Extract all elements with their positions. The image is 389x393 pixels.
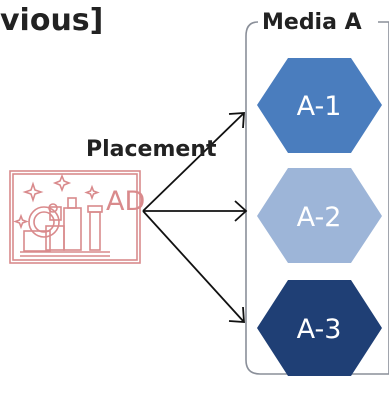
placement-label: Placement [86,137,217,162]
section-heading: vious] [0,3,104,38]
ad-label: AD [106,186,145,217]
arrow-to-a3 [142,210,245,323]
arrow-to-a2 [143,200,248,222]
ad-icon: AD [9,170,145,264]
hexagon-a3-label: A-3 [297,314,342,345]
hexagon-a2: A-2 [257,168,382,263]
hexagon-a2-label: A-2 [297,202,342,233]
media-title: Media A [262,10,362,35]
placement-arrows [142,112,248,323]
hexagon-a1-label: A-1 [297,91,342,122]
hexagon-a3: A-3 [257,280,382,376]
arrow-to-a1 [142,112,245,212]
media-panel [245,21,389,375]
hexagon-a1: A-1 [257,58,382,153]
